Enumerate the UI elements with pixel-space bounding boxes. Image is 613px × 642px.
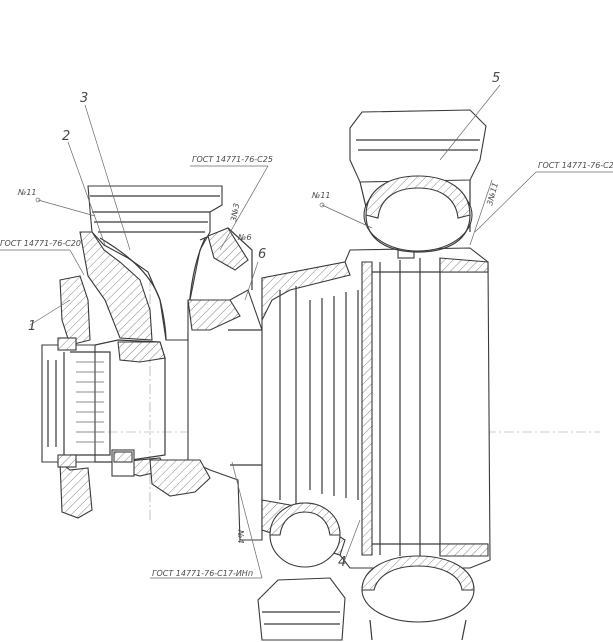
central-body xyxy=(149,227,263,541)
leader-lines xyxy=(0,84,613,579)
weld-label-n6: №6 xyxy=(237,233,251,242)
labels: 1 2 3 4 5 6 ГОСТ 14771-76-С20 ГОСТ 14771… xyxy=(0,71,613,578)
weld-label-gost-c17: ГОСТ 14771-76-С17-ИНп xyxy=(152,569,253,578)
part-label-4: 4 xyxy=(338,555,346,570)
part-label-1: 1 xyxy=(28,319,36,334)
weld-label-gost-c2: ГОСТ 14771-76-С2-И xyxy=(538,161,613,170)
weld-label-n4: №4 xyxy=(236,529,245,543)
weld-label-gost-c20: ГОСТ 14771-76-С20 xyxy=(0,239,81,248)
left-flange xyxy=(41,275,166,519)
part-label-2: 2 xyxy=(62,129,70,144)
part-label-6: 6 xyxy=(258,247,266,262)
weld-label-gost-c25: ГОСТ 14771-76-С25 xyxy=(192,155,273,164)
weld-label-3n11: 3№11 xyxy=(485,181,500,206)
upper-outlet xyxy=(349,109,487,253)
part-label-3: 3 xyxy=(80,91,88,106)
weld-label-n11-left: №11 xyxy=(17,188,37,197)
weld-label-3n3: 3№3 xyxy=(229,203,241,223)
weld-label-n11-right: №11 xyxy=(311,191,331,200)
part-label-5: 5 xyxy=(492,71,500,86)
lower-outlet xyxy=(257,502,475,641)
